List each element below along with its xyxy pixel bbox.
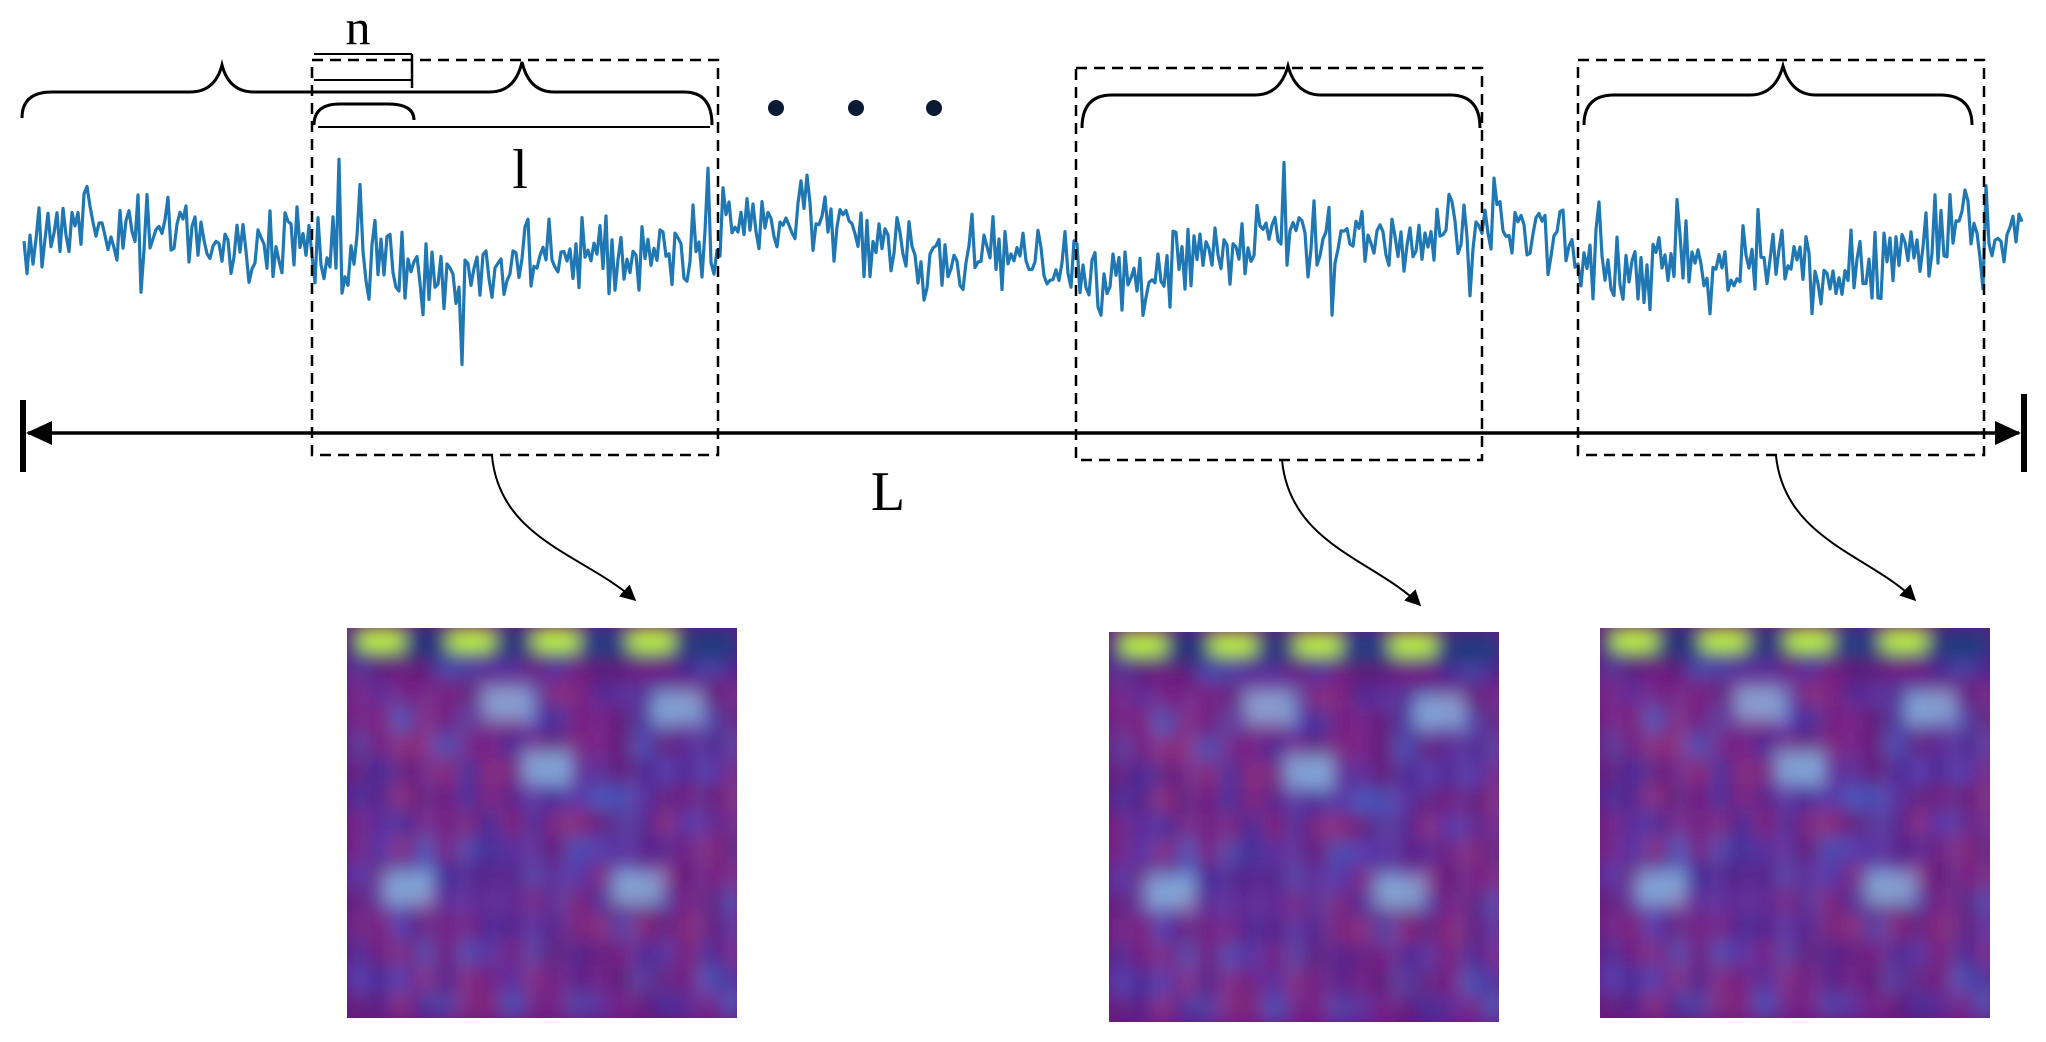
window-box-2	[1074, 66, 1484, 462]
window-box-3	[1576, 58, 1986, 457]
brace-segment-4	[1582, 60, 1974, 126]
spectrogram-3	[1600, 628, 1990, 1018]
brace-segment-2	[312, 61, 714, 126]
spectrogram-1	[347, 628, 737, 1018]
spectrogram-2	[1109, 632, 1499, 1022]
length-L-arrow	[20, 394, 2027, 472]
label-L: L	[871, 461, 905, 523]
brace-segment-3	[1080, 60, 1482, 129]
brace-segment-1	[20, 59, 312, 119]
signal-waveform	[22, 157, 2024, 367]
arrow-window-3	[1775, 455, 1917, 602]
window-box-1	[310, 58, 720, 457]
arrow-window-1	[491, 455, 637, 602]
label-n: n	[346, 0, 371, 55]
ellipsis-dots	[768, 100, 942, 116]
shift-n-bracket	[312, 53, 416, 126]
label-l: l	[512, 139, 528, 201]
arrow-window-2	[1281, 459, 1422, 607]
